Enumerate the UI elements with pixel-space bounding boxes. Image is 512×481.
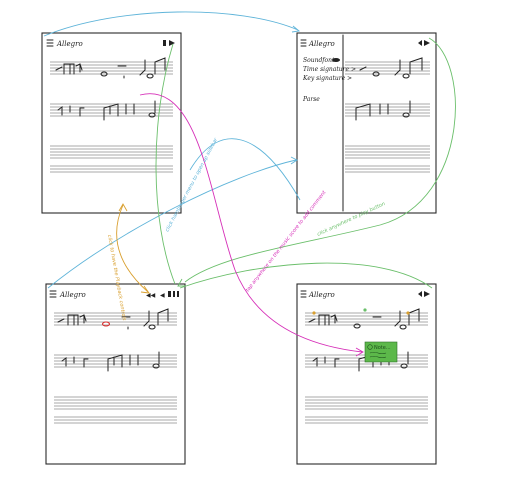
staff-1 — [305, 308, 428, 330]
hamburger-menu-icon[interactable] — [300, 39, 307, 47]
app-title: Allegro — [308, 291, 335, 299]
screen-bottom-left — [45, 283, 186, 465]
arrow-green-a — [155, 43, 176, 285]
rewind-icon[interactable]: ◀◀ — [146, 292, 156, 299]
screen-bottom-right — [296, 283, 437, 465]
top-right-content: Allegro Soundfont Time signature > Key s… — [300, 34, 430, 212]
hamburger-menu-icon[interactable] — [300, 290, 307, 298]
menu-item-soundfont[interactable]: Soundfont — [303, 57, 335, 64]
hamburger-menu-icon[interactable] — [49, 290, 57, 298]
empty-staves — [50, 145, 173, 173]
top-left-content: Allegro — [46, 39, 175, 173]
menu-item-time-signature[interactable]: Time signature > — [303, 66, 356, 73]
screen-top-right — [296, 32, 437, 214]
bottom-right-content: Allegro Note... — [300, 290, 430, 424]
playback-controls-icon[interactable] — [418, 291, 430, 297]
app-title: Allegro — [59, 291, 86, 299]
menu-item-key-signature[interactable]: Key signature > — [302, 75, 352, 82]
arrow-orange — [116, 204, 149, 293]
staff-1 — [50, 57, 173, 79]
close-icon[interactable] — [367, 344, 373, 350]
arrow-green-b — [184, 37, 456, 283]
comment-popup[interactable]: Note... — [364, 341, 398, 363]
staff-1 — [345, 57, 430, 79]
playback-controls-icon[interactable] — [163, 40, 175, 46]
staff-2 — [50, 100, 173, 121]
empty-staves — [305, 396, 428, 424]
highlighted-note — [101, 321, 111, 327]
bottom-left-content: Allegro ◀◀ ◀ — [49, 290, 179, 424]
app-title: Allegro — [56, 40, 83, 48]
arrow-magenta — [139, 93, 363, 353]
fast-forward-icon[interactable]: ◀ — [160, 292, 165, 299]
comment-marker-icon[interactable] — [363, 308, 367, 312]
arrow-blue-top — [43, 11, 299, 37]
stop-icon[interactable] — [168, 291, 171, 297]
comment-marker-icon[interactable] — [312, 311, 316, 315]
comment-popup-label: Note... — [374, 345, 391, 351]
toggle-icon[interactable] — [332, 58, 340, 62]
arrow-green-c — [179, 262, 433, 289]
app-title: Allegro — [308, 40, 335, 48]
menu-item-parse[interactable]: Parse — [302, 96, 320, 103]
staff-2 — [54, 351, 177, 372]
arrow-blue-bottom — [47, 159, 297, 289]
hamburger-menu-icon[interactable] — [46, 39, 54, 47]
empty-staves — [345, 145, 430, 173]
playback-controls[interactable]: ◀◀ ◀ — [146, 291, 179, 299]
annotation-magenta: tap anywhere on the music score to add c… — [245, 189, 328, 293]
staff-1 — [54, 308, 177, 330]
staff-2 — [345, 100, 430, 121]
comment-marker-icon[interactable] — [406, 311, 410, 315]
playback-controls-icon[interactable] — [418, 40, 430, 46]
empty-staves — [54, 396, 177, 424]
pause-icon[interactable] — [173, 291, 175, 297]
